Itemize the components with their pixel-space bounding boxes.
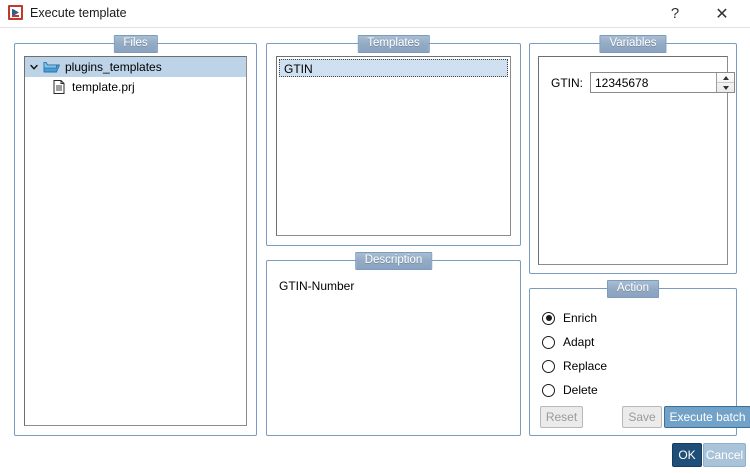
- gtin-spinbox[interactable]: [590, 72, 735, 93]
- reset-button[interactable]: Reset: [540, 406, 583, 428]
- radio-option-adapt[interactable]: Adapt: [542, 333, 594, 351]
- spinner-up-icon[interactable]: [717, 73, 734, 83]
- variable-row-gtin: GTIN:: [551, 72, 735, 93]
- ok-button[interactable]: OK: [672, 443, 702, 467]
- radio-label: Enrich: [563, 311, 598, 325]
- tree-item-template-prj[interactable]: template.prj: [25, 77, 246, 97]
- file-icon: [51, 79, 67, 95]
- radio-option-enrich[interactable]: Enrich: [542, 309, 597, 327]
- radio-button-icon[interactable]: [542, 359, 555, 373]
- window-title: Execute template: [30, 6, 127, 20]
- radio-button-icon[interactable]: [542, 383, 555, 397]
- templates-group: Templates GTIN: [266, 35, 521, 246]
- tree-item-plugins-templates[interactable]: plugins_templates: [25, 57, 246, 77]
- cancel-button[interactable]: Cancel: [703, 443, 746, 467]
- action-group-title: Action: [607, 280, 659, 298]
- execute-batch-button[interactable]: Execute batch: [664, 406, 750, 428]
- action-group: Action Enrich Adapt Replace Delete Reset…: [529, 280, 750, 436]
- templates-list[interactable]: GTIN: [276, 56, 511, 236]
- spinner-buttons[interactable]: [716, 73, 734, 92]
- folder-icon: [43, 59, 61, 75]
- chevron-down-icon[interactable]: [25, 57, 43, 77]
- spinner-down-icon[interactable]: [717, 83, 734, 92]
- radio-button-icon[interactable]: [542, 311, 555, 325]
- help-icon[interactable]: ?: [670, 5, 680, 22]
- gtin-field-label: GTIN:: [551, 75, 583, 90]
- radio-label: Delete: [563, 383, 598, 397]
- radio-label: Replace: [563, 359, 608, 373]
- radio-option-delete[interactable]: Delete: [542, 381, 598, 399]
- radio-button-icon[interactable]: [542, 335, 555, 349]
- save-button[interactable]: Save: [622, 406, 662, 428]
- close-icon[interactable]: ✕: [715, 5, 729, 23]
- description-text: GTIN-Number: [279, 279, 355, 293]
- description-group: Description GTIN-Number: [266, 252, 521, 436]
- description-group-title: Description: [354, 252, 433, 270]
- files-group: Files plugins_templates: [14, 35, 257, 436]
- execute-template-icon: [8, 5, 23, 20]
- gtin-input[interactable]: [591, 72, 716, 93]
- variables-group: Variables GTIN:: [529, 35, 737, 274]
- templates-group-title: Templates: [357, 35, 430, 53]
- list-item[interactable]: GTIN: [279, 59, 508, 77]
- radio-option-replace[interactable]: Replace: [542, 357, 607, 375]
- variables-group-title: Variables: [599, 35, 667, 53]
- window-titlebar: Execute template ? ✕: [0, 0, 750, 28]
- tree-item-label: plugins_templates: [65, 60, 162, 74]
- files-group-title: Files: [113, 35, 158, 53]
- variables-panel: GTIN:: [538, 56, 735, 265]
- files-tree[interactable]: plugins_templates template.prj: [24, 56, 247, 426]
- radio-label: Adapt: [563, 335, 595, 349]
- tree-item-label: template.prj: [72, 80, 135, 94]
